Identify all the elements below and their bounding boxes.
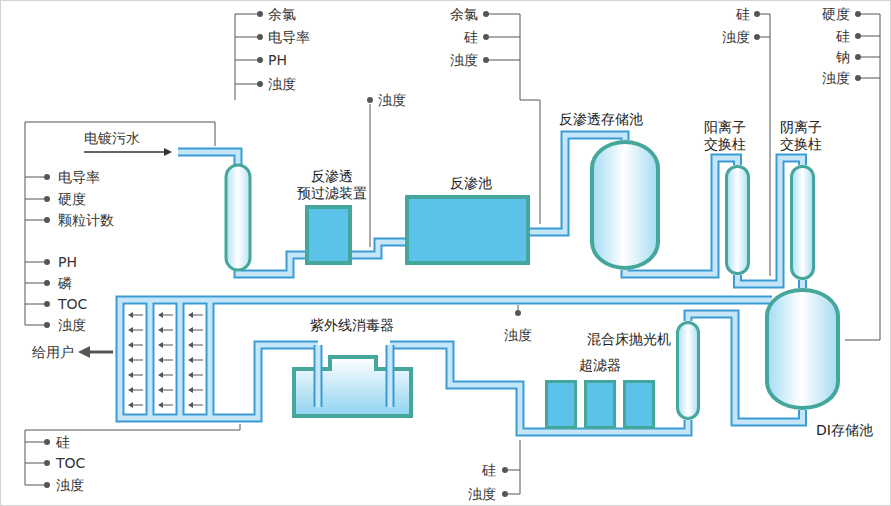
parameter-label: TOC (58, 296, 87, 313)
filter-box: 反渗透 预过滤装置 (305, 205, 352, 265)
parameter-label: 硅 (464, 29, 478, 46)
outlet-arrows (128, 312, 143, 408)
parameter-label: 硅 (836, 28, 850, 45)
node-heading: 反渗透存储池 (559, 111, 643, 128)
pipe-line (800, 280, 805, 288)
uv-sterilizer: 紫外线消毒器 (290, 345, 415, 420)
node-heading: 反渗池 (450, 175, 492, 192)
parameter-label: 硅 (482, 462, 496, 479)
node-heading: 阴离子 交换柱 (780, 119, 822, 153)
pipe-line (798, 280, 807, 288)
filter-units (545, 380, 655, 438)
inlet-arrow (84, 151, 165, 153)
parameter-label: 硅 (56, 434, 70, 451)
parameter-label: 硬度 (822, 6, 850, 23)
pipe-line (352, 242, 405, 255)
parameter-label: 浊度 (822, 70, 850, 87)
exchange-column: 阴离子 交换柱 (790, 165, 815, 280)
exchange-column: 阳离子 交换柱 (725, 165, 750, 275)
pipe-line (655, 420, 688, 432)
node-heading: DI存储池 (816, 422, 873, 439)
parameter-label: 浊度 (268, 76, 296, 93)
parameter-label: TOC (56, 455, 85, 472)
parameter-label: 浊度 (504, 327, 532, 344)
node-heading: 紫外线消毒器 (310, 317, 394, 334)
storage-tank: DI存储池 (765, 288, 840, 410)
parameter-label: 电导率 (58, 169, 100, 186)
parameter-label: 硅 (736, 6, 750, 23)
parameter-label: 浊度 (58, 317, 86, 334)
parameter-label: PH (58, 254, 77, 271)
pipe-connector (802, 280, 803, 288)
ultrafilter: 超滤器 (545, 380, 655, 438)
parameter-label: 浊度 (450, 52, 478, 69)
inlet-column (226, 165, 250, 270)
pipe-line (352, 242, 405, 255)
user-arrow-head (78, 346, 90, 358)
node-heading: 混合床抛光机 (587, 331, 671, 348)
outlet-arrows (188, 312, 203, 408)
parameter-label: 浊度 (56, 477, 84, 494)
user-arrow (88, 351, 113, 354)
pipe-line (390, 345, 545, 432)
inlet-arrow-head (164, 148, 172, 156)
node-heading: 反渗透 预过滤装置 (297, 168, 367, 202)
storage-tank: 反渗透存储池 (590, 140, 660, 270)
parameter-label: 电导率 (268, 29, 310, 46)
parameter-label: 浊度 (722, 29, 750, 46)
pipe-connector (655, 420, 688, 432)
parameter-label: 颗粒计数 (58, 212, 114, 229)
parameter-label: 磷 (58, 275, 72, 292)
uv-basin (290, 345, 415, 420)
parameter-label: 浊度 (378, 92, 406, 109)
pipe-connector (390, 345, 545, 432)
parameter-label: 余氯 (450, 6, 478, 23)
leader-dots (44, 11, 861, 497)
parameter-label: 给用户 (32, 344, 74, 361)
pipe-line (655, 420, 688, 432)
parameter-label: 钠 (836, 49, 850, 66)
outlet-arrows (158, 312, 173, 408)
parameter-label: 电镀污水 (84, 130, 140, 147)
polisher-column: 混合床抛光机 (676, 321, 700, 420)
ro-basin: 反渗池 (405, 195, 530, 265)
pipe-line (390, 345, 545, 432)
pipe-connector (352, 242, 405, 255)
parameter-label: 浊度 (468, 486, 496, 503)
parameter-label: PH (268, 52, 287, 69)
parameter-label: 硬度 (58, 191, 86, 208)
parameter-label: 余氯 (268, 6, 296, 23)
node-heading: 阳离子 交换柱 (702, 119, 747, 153)
node-heading: 超滤器 (579, 357, 621, 374)
leader-lines (25, 14, 880, 494)
